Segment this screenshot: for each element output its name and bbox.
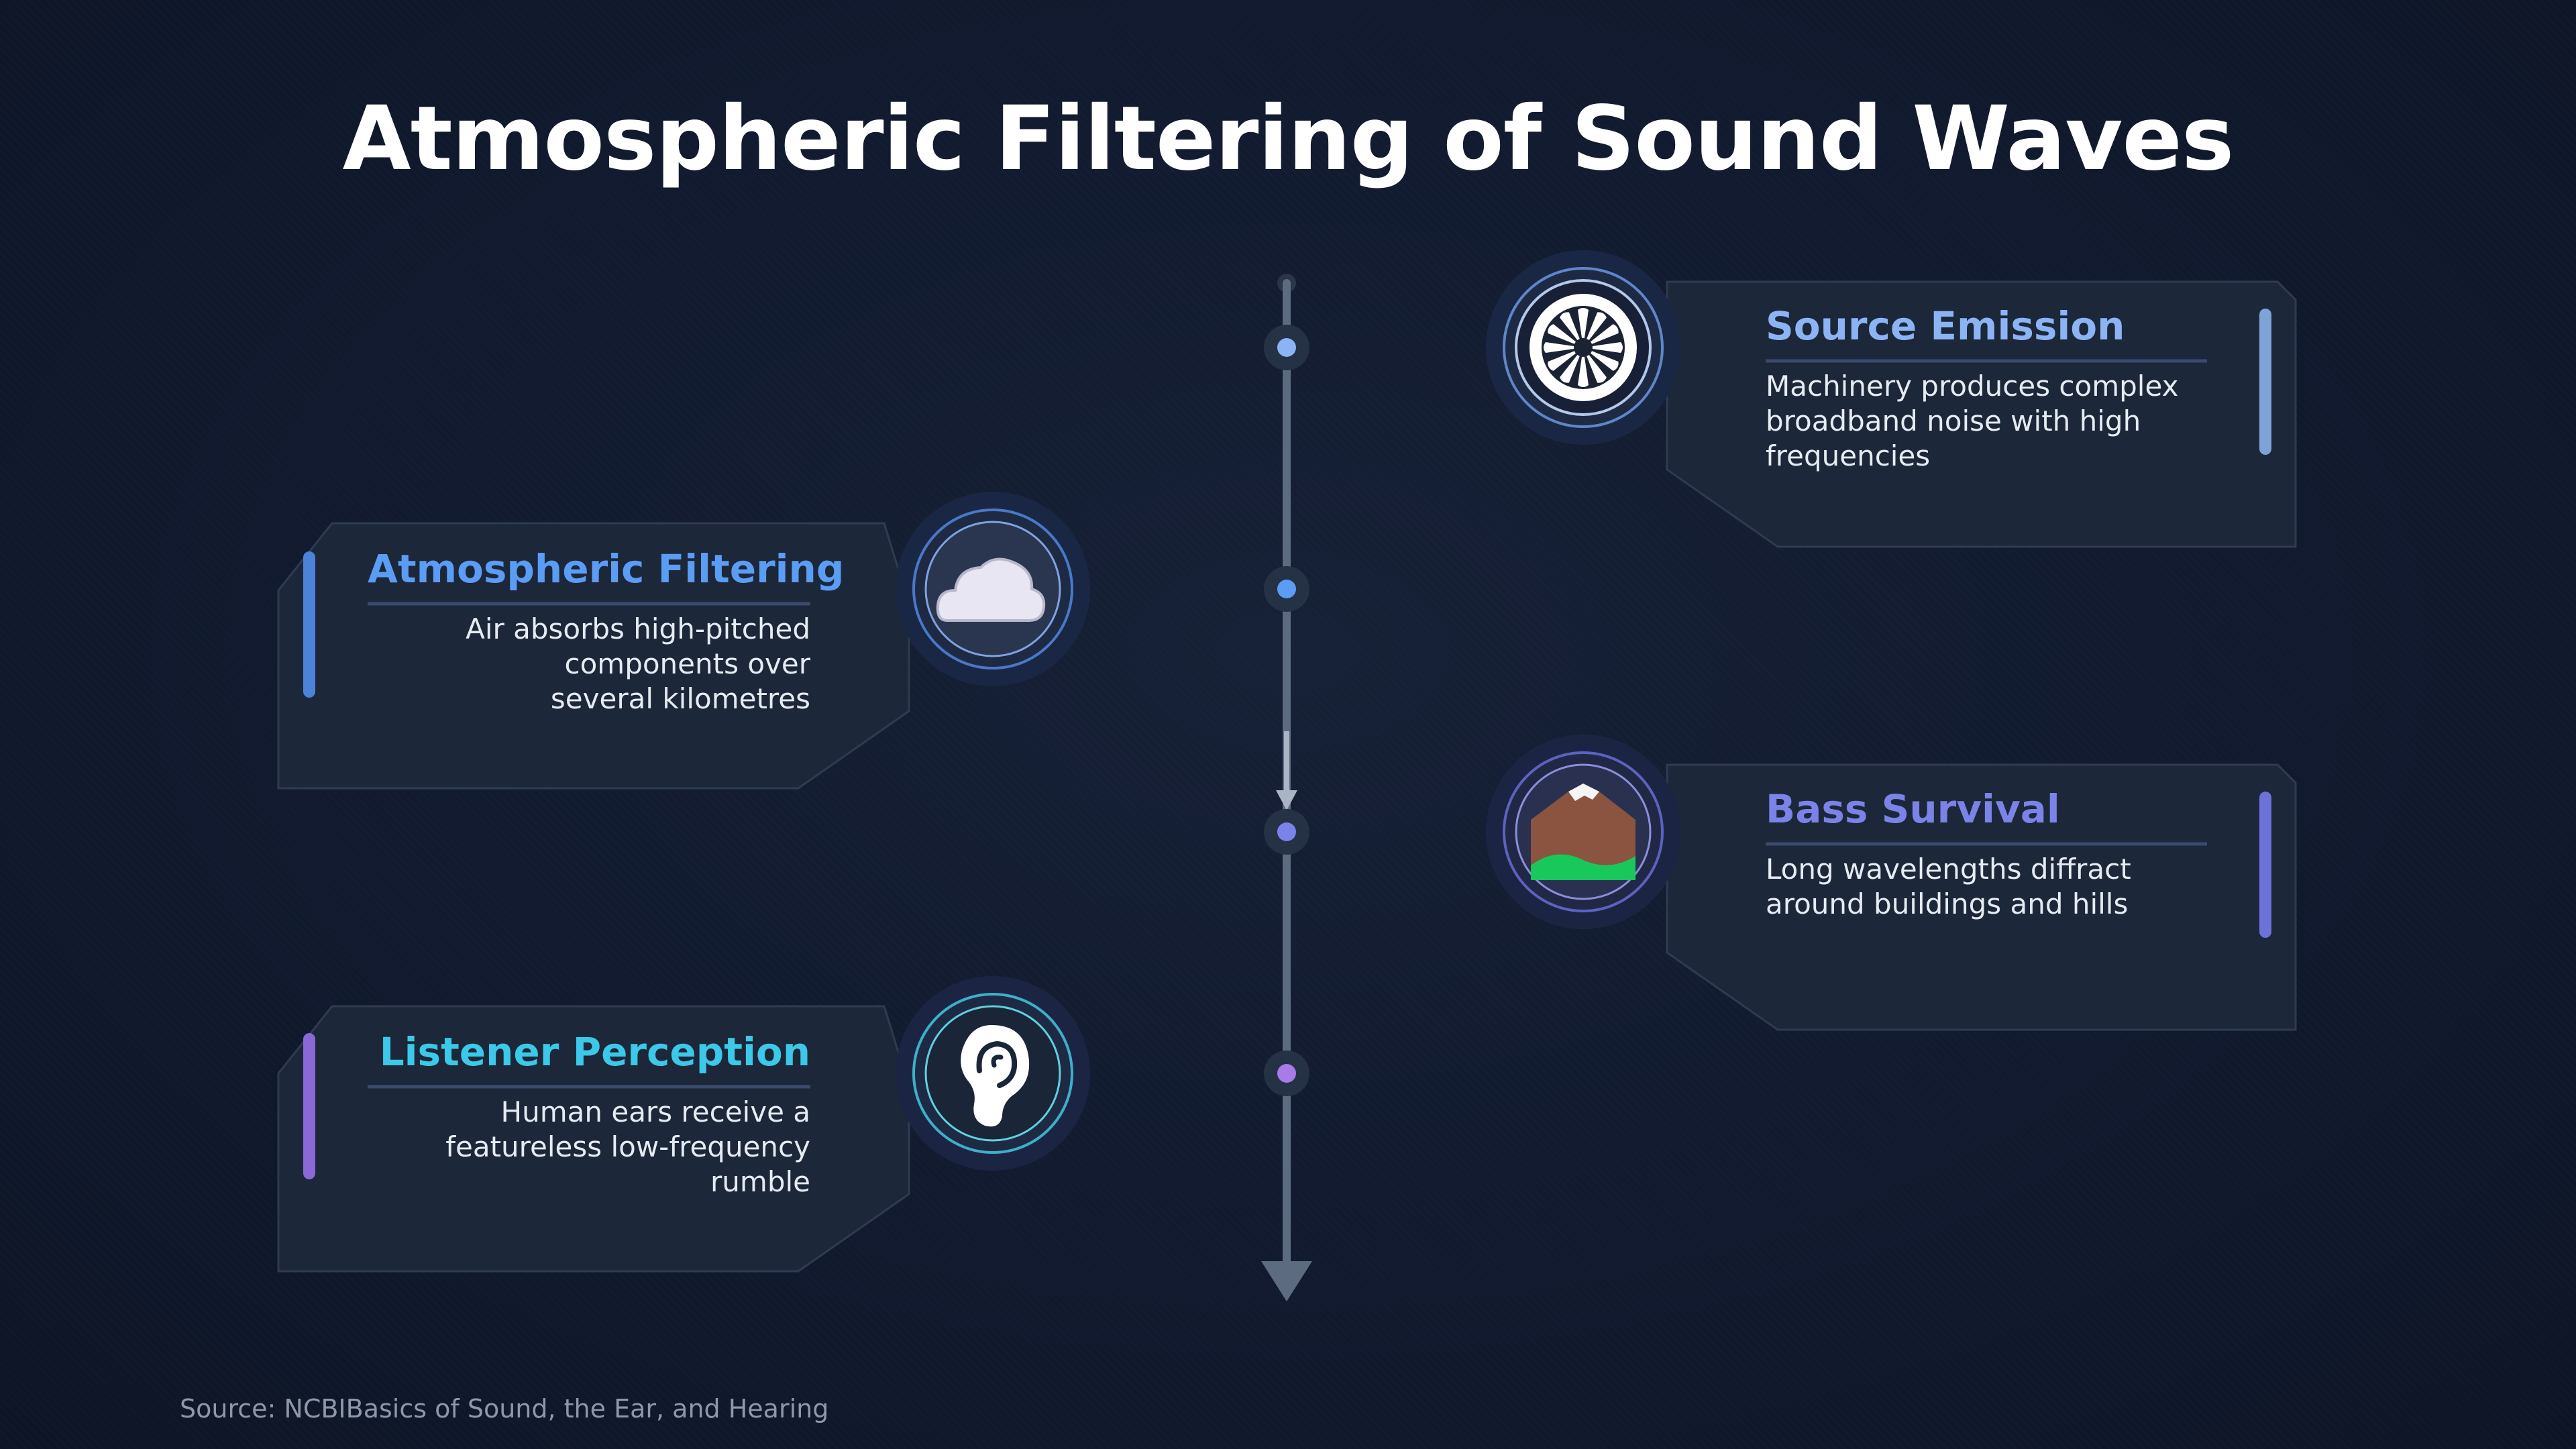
mountain-icon	[1486, 735, 1680, 929]
cloud-icon	[896, 492, 1090, 686]
timeline-spine	[1261, 274, 1312, 1301]
card-source-emission	[1666, 280, 2297, 548]
accent-bar-bass-survival	[2259, 792, 2271, 938]
stage-title: Listener Perception	[379, 1029, 810, 1075]
connector-bass-survival	[1264, 809, 1509, 855]
connector-listener-perception	[1067, 1051, 1309, 1096]
stage-atmospheric-filtering: Atmospheric Filtering Air absorbs high-p…	[368, 546, 845, 716]
fan-icon	[1486, 250, 1680, 445]
stage-description: Machinery produces complex broadband noi…	[1766, 370, 2179, 472]
accent-bar-listener-perception	[303, 1033, 315, 1179]
stage-source-emission: Source Emission Machinery produces compl…	[1766, 303, 2208, 474]
stage-description: Human ears receive a featureless low-fre…	[445, 1095, 810, 1198]
connector-atmospheric-filtering	[1067, 566, 1309, 612]
stage-description: Air absorbs high-pitched components over…	[466, 612, 810, 715]
spine-arrowhead-icon	[1261, 1261, 1312, 1301]
flow-arrow-icon	[1276, 790, 1297, 810]
card-bass-survival	[1666, 763, 2297, 1031]
source-citation: Source: NCBIBasics of Sound, the Ear, an…	[180, 1394, 829, 1424]
card-listener-perception	[277, 1005, 910, 1273]
accent-bar-atmospheric-filtering	[303, 551, 315, 698]
stage-title: Source Emission	[1766, 303, 2125, 349]
stage-description: Long wavelengths diffract around buildin…	[1766, 853, 2131, 920]
stage-title: Bass Survival	[1766, 786, 2060, 832]
stage-listener-perception: Listener Perception Human ears receive a…	[368, 1029, 810, 1199]
accent-bar-source-emission	[2259, 309, 2271, 455]
connector-source-emission	[1264, 325, 1509, 370]
stage-bass-survival: Bass Survival Long wavelengths diffract …	[1766, 786, 2208, 922]
page-title: Atmospheric Filtering of Sound Waves	[342, 87, 2235, 191]
ear-icon	[896, 976, 1090, 1171]
stage-title: Atmospheric Filtering	[368, 546, 845, 592]
card-atmospheric-filtering	[277, 522, 910, 790]
